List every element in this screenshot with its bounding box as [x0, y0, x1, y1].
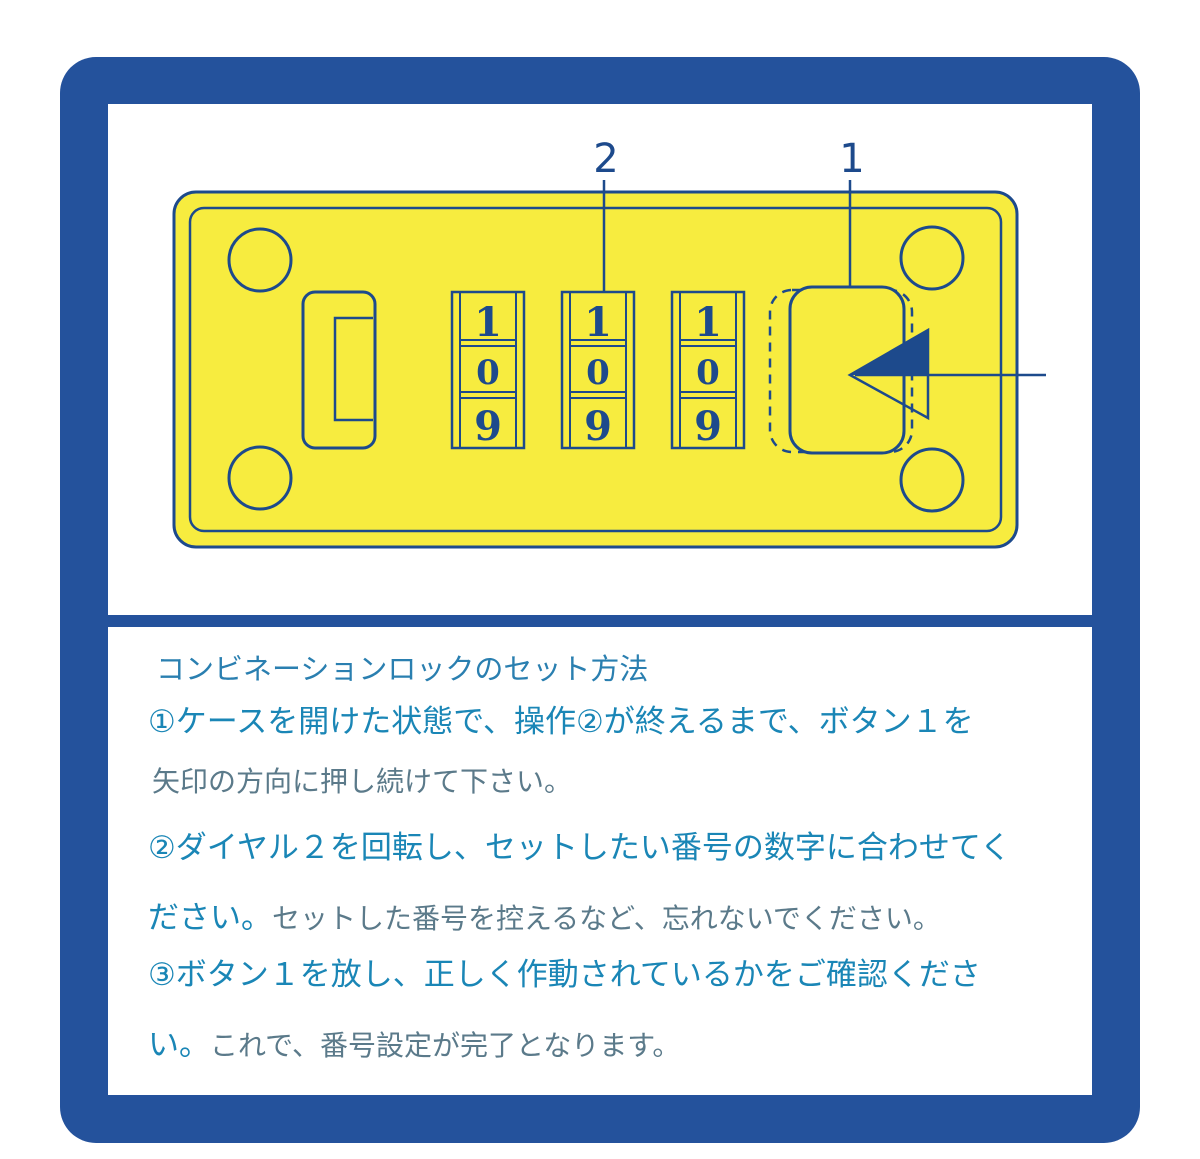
- step-2-line-1: ②ダイヤル２を回転し、セットしたい番号の数字に合わせてく: [148, 830, 1011, 866]
- dial-3-digit-bottom: 9: [694, 403, 722, 450]
- screw-hole-top-right: [899, 225, 965, 291]
- dial-2-digit-middle: 0: [586, 353, 610, 393]
- step-2-line-2: ださい。セットした番号を控えるなど、忘れないでください。: [148, 903, 941, 934]
- lock-body-inner-border: [188, 206, 1003, 533]
- callout-2-label: 2: [593, 136, 618, 182]
- step-2-line-2-note: セットした番号を控えるなど、忘れないでください。: [272, 902, 941, 935]
- step-3-line-1: ③ボタン１を放し、正しく作動されているかをご確認くださ: [148, 957, 981, 993]
- dial-2[interactable]: 1 0 9: [560, 290, 636, 450]
- step-1-line-1: ①ケースを開けた状態で、操作②が終えるまで、ボタン１を: [148, 704, 974, 740]
- dial-1-digit-top: 1: [474, 299, 502, 346]
- arrow-head-fill: [850, 330, 928, 375]
- dial-3-digit-top: 1: [694, 299, 722, 346]
- dial-1-digit-middle: 0: [476, 353, 500, 393]
- dial-3[interactable]: 1 0 9: [670, 290, 746, 450]
- dial-1[interactable]: 1 0 9: [450, 290, 526, 450]
- step-1-line-2: 矢印の方向に押し続けて下さい。: [152, 765, 573, 798]
- step-3-line-2: い。これで、番号設定が完了となります。: [148, 1030, 680, 1061]
- step-3-line-2-emphasis: い。: [148, 1027, 210, 1063]
- screw-hole-bottom-right: [899, 447, 965, 513]
- lock-body: [172, 190, 1019, 549]
- screw-hole-bottom-left: [227, 445, 293, 511]
- step-3-line-2-note: これで、番号設定が完了となります。: [210, 1029, 681, 1062]
- dial-1-digit-bottom: 9: [474, 403, 502, 450]
- instructions-title: コンビネーションロックのセット方法: [156, 652, 649, 686]
- dial-2-digit-top: 1: [584, 299, 612, 346]
- dial-3-digit-middle: 0: [696, 353, 720, 393]
- dial-2-digit-bottom: 9: [584, 403, 612, 450]
- latch-slot: [301, 290, 377, 450]
- step-2-line-2-emphasis: ださい。: [148, 900, 272, 936]
- combination-lock-diagram: 1 0 9 1 0 9 1 0 9 2 1: [172, 136, 1046, 549]
- callout-1-label: 1: [839, 136, 864, 182]
- instructions-panel: [108, 627, 1092, 1095]
- latch-slot-inner: [333, 316, 373, 422]
- screw-hole-top-left: [227, 227, 293, 293]
